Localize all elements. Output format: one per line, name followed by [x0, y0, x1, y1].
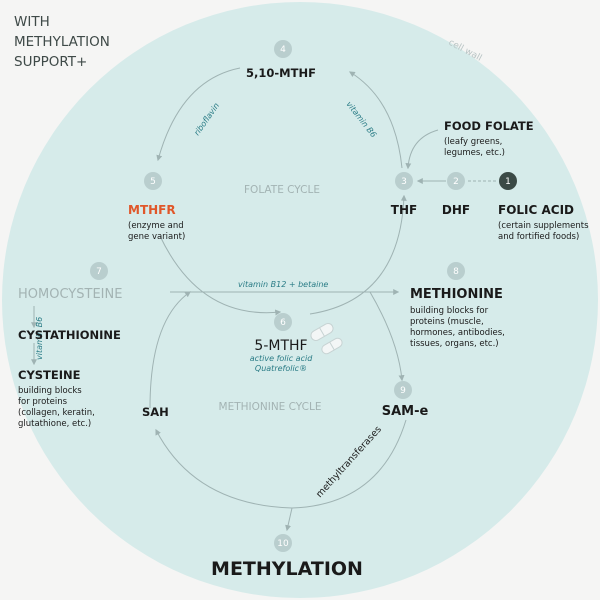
methionine-desc-3: hormones, antibodies, — [410, 328, 505, 338]
food-folate-desc-1: (leafy greens, — [444, 137, 502, 147]
header-line-3: SUPPORT+ — [14, 54, 87, 70]
node-cystathionine: CYSTATHIONINE — [18, 328, 121, 342]
node-dhf: DHF — [442, 203, 470, 217]
arc-methionine-to-same — [369, 291, 405, 382]
header-line-2: METHYLATION — [14, 34, 110, 50]
arc-thf-to-mthf — [348, 71, 403, 169]
badge-8: 8 — [447, 262, 465, 280]
capsule-icon — [310, 323, 334, 341]
svg-text:5: 5 — [150, 177, 156, 187]
arrow-to-methylation — [285, 507, 293, 532]
svg-text:6: 6 — [280, 318, 286, 328]
badge-2: 2 — [447, 172, 465, 190]
folate-cycle-title: FOLATE CYCLE — [244, 184, 320, 196]
badge-7: 7 — [90, 262, 108, 280]
node-sah: SAH — [142, 405, 169, 419]
badge-10: 10 — [274, 534, 292, 552]
node-methionine: METHIONINE — [410, 287, 503, 302]
svg-text:9: 9 — [400, 386, 406, 396]
food-folate-desc-2: legumes, etc.) — [444, 148, 505, 158]
folic-acid-desc-1: (certain supplements — [498, 221, 589, 231]
node-5-10-mthf: 5,10-MTHF — [246, 66, 316, 80]
arc-methylation-to-sah — [155, 428, 293, 509]
cysteine-desc-3: (collagen, keratin, — [18, 408, 95, 418]
badge-4: 4 — [274, 40, 292, 58]
svg-text:8: 8 — [453, 267, 459, 277]
svg-text:3: 3 — [401, 177, 407, 187]
node-cysteine: CYSTEINE — [18, 368, 81, 382]
arrow-food-folate-to-thf — [405, 129, 439, 170]
cysteine-desc-4: glutathione, etc.) — [18, 419, 91, 429]
arc-sah-to-homocysteine — [149, 291, 191, 409]
header-line-1: WITH — [14, 14, 50, 30]
folic-acid-desc-2: and fortified foods) — [498, 232, 579, 242]
badge-5: 5 — [144, 172, 162, 190]
svg-text:4: 4 — [280, 45, 286, 55]
methionine-cycle-title: METHIONINE CYCLE — [219, 401, 322, 413]
node-homocysteine: HOMOCYSTEINE — [18, 287, 122, 302]
arc-mthfr-to-5mthf — [159, 235, 282, 316]
methionine-desc-1: building blocks for — [410, 306, 489, 316]
5-mthf-sub-2: Quatrefolic® — [255, 364, 307, 373]
cofactor-vitamin-b6-left: vitamin B6 — [35, 317, 44, 360]
svg-text:2: 2 — [453, 177, 459, 187]
arc-same-to-methylation — [291, 419, 407, 509]
node-mthfr: MTHFR — [128, 203, 176, 217]
methionine-desc-4: tissues, organs, etc.) — [410, 339, 499, 349]
badge-9: 9 — [394, 381, 412, 399]
node-folic-acid: FOLIC ACID — [498, 203, 574, 217]
svg-text:10: 10 — [277, 539, 289, 549]
node-sam-e: SAM-e — [382, 404, 429, 419]
badge-1: 1 — [499, 172, 517, 190]
cysteine-desc-2: for proteins — [18, 397, 68, 407]
node-methylation: METHYLATION — [211, 558, 363, 580]
cofactor-b12-betaine: vitamin B12 + betaine — [238, 280, 328, 289]
badge-3: 3 — [395, 172, 413, 190]
cysteine-desc-1: building blocks — [18, 386, 82, 396]
methionine-desc-2: proteins (muscle, — [410, 317, 484, 327]
badge-6: 6 — [274, 313, 292, 331]
arc-5mthf-to-thf — [309, 194, 407, 315]
svg-text:7: 7 — [96, 267, 102, 277]
svg-text:1: 1 — [505, 177, 511, 187]
mthfr-desc-1: (enzyme and — [128, 221, 184, 231]
mthfr-desc-2: gene variant) — [128, 232, 185, 242]
food-folate-title: FOOD FOLATE — [444, 119, 534, 133]
node-5-mthf: 5-MTHF — [254, 338, 307, 354]
capsule-icon — [321, 337, 343, 355]
arc-mthf-to-mthfr — [156, 67, 241, 162]
5-mthf-sub-1: active folic acid — [250, 354, 313, 363]
node-thf: THF — [391, 203, 417, 217]
